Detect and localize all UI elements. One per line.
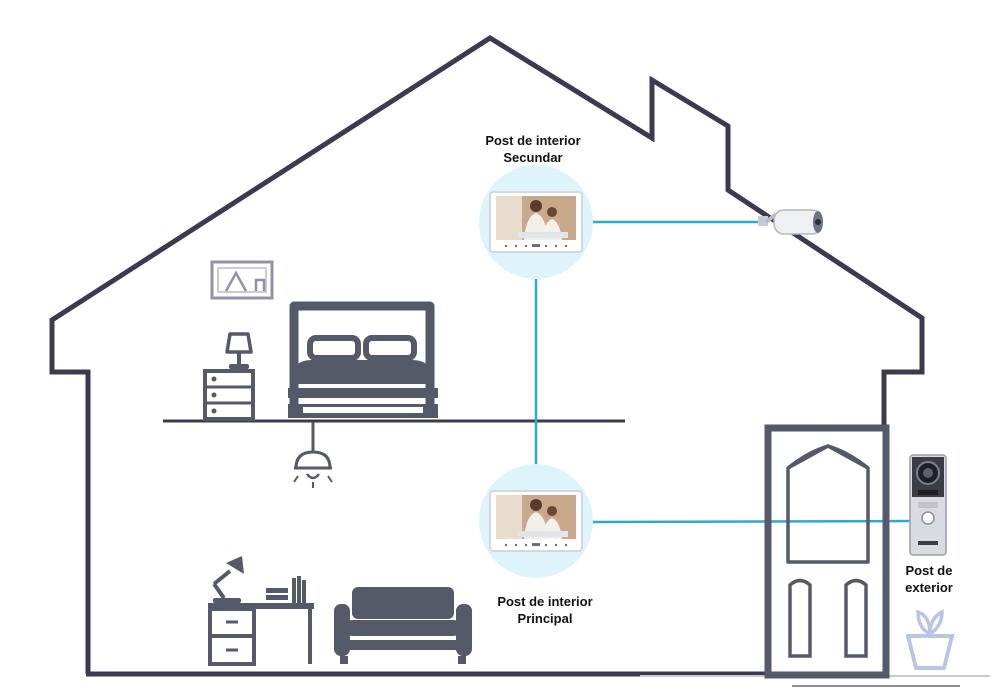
label-outdoor-line2: exterior [905, 580, 953, 595]
books-icon [266, 576, 306, 603]
label-main-monitor: Post de interior Principal [470, 593, 620, 627]
desk-lamp-icon [212, 556, 244, 603]
monitor-secondary [479, 165, 593, 279]
picture-frame-icon [210, 260, 274, 300]
bed-icon [288, 301, 438, 418]
label-main-line1: Post de interior [497, 594, 593, 609]
table-lamp-icon [225, 332, 253, 369]
house-outline [49, 35, 925, 674]
monitor-main [479, 464, 593, 578]
label-secondary-monitor: Post de interior Secundar [458, 132, 608, 166]
label-outdoor-line1: Post de [905, 563, 953, 578]
label-outdoor-station: Post de exterior [892, 562, 966, 596]
label-main-line2: Principal [517, 611, 573, 626]
wire-doorbell [591, 519, 911, 524]
ceiling-lamp-icon [293, 422, 333, 488]
doorbell-panel-icon [909, 454, 947, 556]
desk-icon [208, 603, 314, 666]
sofa-icon [334, 587, 472, 664]
nightstand-icon [203, 369, 255, 421]
cctv-camera-icon [758, 209, 823, 235]
plant-pot-icon [906, 609, 954, 670]
label-secondary-line2: Secundar [503, 150, 563, 165]
door-icon [764, 424, 890, 679]
label-secondary-line1: Post de interior [485, 133, 581, 148]
